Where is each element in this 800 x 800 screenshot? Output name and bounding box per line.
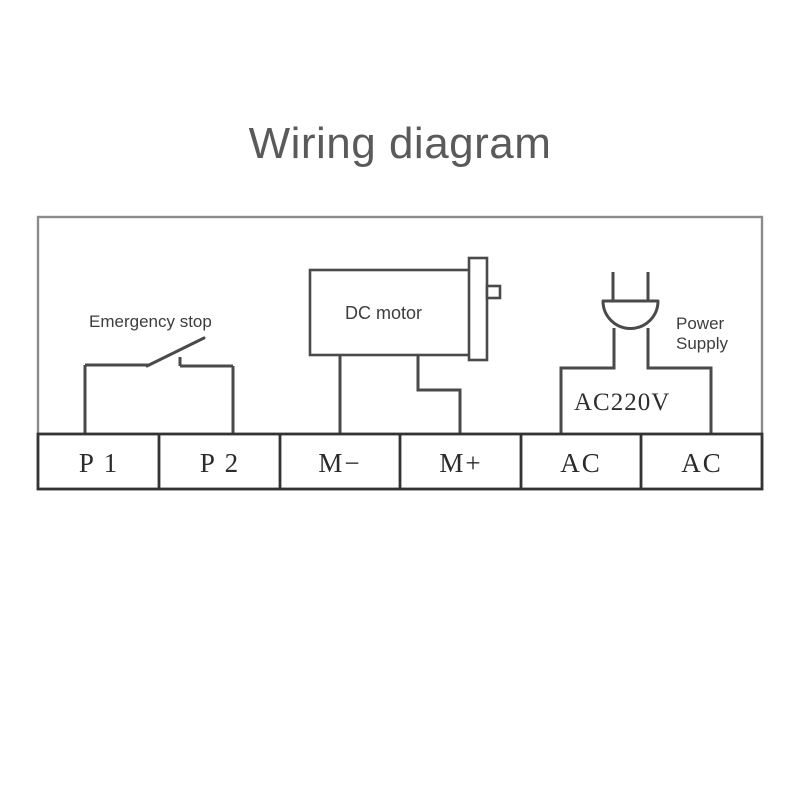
terminal-label-m-plus: M+ bbox=[439, 448, 482, 478]
emergency-stop-group: Emergency stop bbox=[83, 312, 235, 434]
plug-body-icon bbox=[601, 299, 660, 330]
page-title: Wiring diagram bbox=[248, 119, 552, 168]
dc-motor-wire-m-plus bbox=[416, 355, 462, 434]
dc-motor-body bbox=[308, 268, 472, 357]
dc-motor-label: DC motor bbox=[345, 303, 422, 323]
power-supply-group: AC220V Power Supply bbox=[559, 272, 728, 434]
terminal-label-p1: P 1 bbox=[79, 448, 119, 478]
terminal-block: P 1 P 2 M− M+ AC AC bbox=[36, 432, 764, 491]
terminal-label-ac-1: AC bbox=[560, 448, 602, 478]
terminal-label-p2: P 2 bbox=[200, 448, 240, 478]
terminal-label-m-minus: M− bbox=[318, 448, 361, 478]
ac-voltage-label: AC220V bbox=[574, 389, 670, 416]
power-cable-right bbox=[646, 328, 713, 434]
power-cable-left bbox=[559, 328, 616, 434]
power-supply-label-line1: Power bbox=[676, 314, 725, 333]
emergency-stop-label: Emergency stop bbox=[89, 312, 212, 331]
dc-motor-shaft bbox=[485, 284, 502, 300]
emergency-stop-blade-icon bbox=[145, 336, 206, 368]
dc-motor-group: DC motor bbox=[308, 256, 502, 434]
terminal-label-ac-2: AC bbox=[681, 448, 723, 478]
power-supply-label-line2: Supply bbox=[676, 334, 728, 353]
dc-motor-flange bbox=[467, 256, 489, 362]
